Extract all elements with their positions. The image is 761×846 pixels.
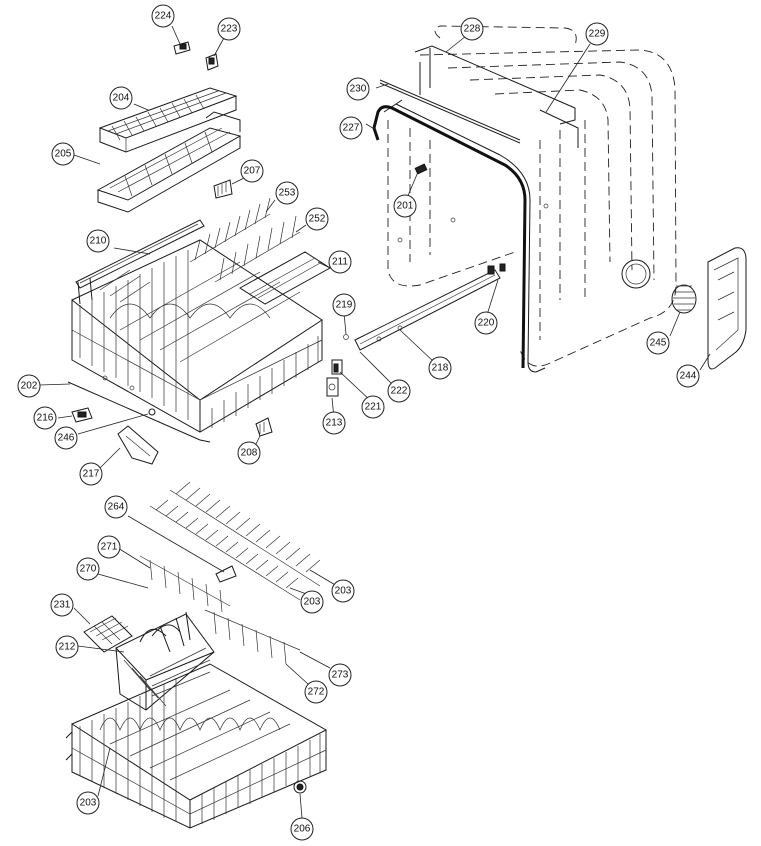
callout-label-228: 228 <box>464 24 481 35</box>
leader-lines <box>39 25 711 819</box>
callout-231: 231 <box>50 593 74 617</box>
callout-246: 246 <box>54 426 78 450</box>
tub-assembly <box>372 25 677 373</box>
callout-270: 270 <box>76 557 100 581</box>
callout-203-a: 203 <box>300 590 324 614</box>
callout-label-201: 201 <box>397 201 414 212</box>
callout-244: 244 <box>676 364 700 388</box>
callout-217: 217 <box>79 462 103 486</box>
callout-label-218: 218 <box>432 363 449 374</box>
callout-212: 212 <box>55 635 79 659</box>
callout-label-203: 203 <box>335 586 352 597</box>
upper-tray-frame <box>96 111 242 213</box>
callout-219: 219 <box>332 293 356 317</box>
callout-216: 216 <box>33 406 57 430</box>
vent-grille <box>671 284 697 314</box>
callout-label-202: 202 <box>21 381 38 392</box>
callout-label-213: 213 <box>326 418 343 429</box>
callout-206: 206 <box>290 817 314 841</box>
callout-label-208: 208 <box>241 448 258 459</box>
callout-label-222: 222 <box>391 386 408 397</box>
callout-245: 245 <box>646 331 670 355</box>
rack-rail <box>354 263 506 351</box>
callout-201: 201 <box>393 194 417 218</box>
callout-label-271: 271 <box>101 542 118 553</box>
callout-label-203: 203 <box>304 597 321 608</box>
callout-273: 273 <box>328 663 352 687</box>
callout-label-210: 210 <box>90 236 107 247</box>
upper-rack-basket <box>67 197 331 443</box>
callout-label-216: 216 <box>37 413 54 424</box>
callout-210: 210 <box>86 229 110 253</box>
callout-label-273: 273 <box>332 670 349 681</box>
callout-252: 252 <box>305 207 329 231</box>
rail-stops <box>326 334 349 397</box>
callout-264: 264 <box>104 495 128 519</box>
callout-211: 211 <box>328 250 352 274</box>
callout-203-b: 203 <box>331 579 355 603</box>
callout-224: 224 <box>151 4 175 28</box>
callout-228: 228 <box>460 17 484 41</box>
callout-204: 204 <box>109 86 133 110</box>
callout-label-219: 219 <box>336 300 353 311</box>
callout-label-217: 217 <box>83 469 100 480</box>
cutlery-tray <box>98 87 238 153</box>
cutlery-basket <box>83 611 215 711</box>
callout-label-205: 205 <box>55 149 72 160</box>
callout-label-206: 206 <box>294 824 311 835</box>
callout-label-246: 246 <box>58 433 75 444</box>
callout-230: 230 <box>346 77 370 101</box>
callout-227: 227 <box>339 116 363 140</box>
upper-clips <box>173 41 219 71</box>
rack-accessories <box>71 407 273 465</box>
callout-label-245: 245 <box>650 338 667 349</box>
vent-cover <box>707 247 747 370</box>
callout-221: 221 <box>361 395 385 419</box>
callout-label-270: 270 <box>80 564 97 575</box>
callout-203-c: 203 <box>76 791 100 815</box>
callout-label-253: 253 <box>279 188 296 199</box>
callout-222: 222 <box>387 379 411 403</box>
callout-207: 207 <box>240 159 264 183</box>
callout-208: 208 <box>237 441 261 465</box>
lower-rack-tines <box>139 481 321 665</box>
callout-label-207: 207 <box>244 166 261 177</box>
callout-label-221: 221 <box>365 402 382 413</box>
callout-label-252: 252 <box>309 214 326 225</box>
callout-271: 271 <box>97 535 121 559</box>
callout-label-204: 204 <box>113 93 130 104</box>
callout-label-231: 231 <box>54 600 71 611</box>
callout-label-211: 211 <box>332 257 348 268</box>
callout-label-220: 220 <box>478 318 495 329</box>
callout-272: 272 <box>304 680 328 704</box>
lower-rack-basket <box>65 663 328 829</box>
callout-253: 253 <box>275 181 299 205</box>
tray-clip <box>213 179 233 199</box>
callout-label-230: 230 <box>350 84 367 95</box>
callout-202: 202 <box>17 374 41 398</box>
callout-label-227: 227 <box>343 123 360 134</box>
callout-label-264: 264 <box>108 502 125 513</box>
callout-223: 223 <box>217 17 241 41</box>
callout-229: 229 <box>585 22 609 46</box>
callout-label-272: 272 <box>308 687 325 698</box>
callout-label-244: 244 <box>680 371 697 382</box>
callout-label-223: 223 <box>221 24 238 35</box>
rack-wheel <box>293 780 307 794</box>
callout-220: 220 <box>474 311 498 335</box>
callout-label-224: 224 <box>155 11 172 22</box>
callout-218: 218 <box>428 356 452 380</box>
callout-label-229: 229 <box>589 29 606 40</box>
callout-205: 205 <box>51 142 75 166</box>
callout-label-212: 212 <box>59 642 76 653</box>
callout-label-203: 203 <box>80 798 97 809</box>
callout-213: 213 <box>322 411 346 435</box>
